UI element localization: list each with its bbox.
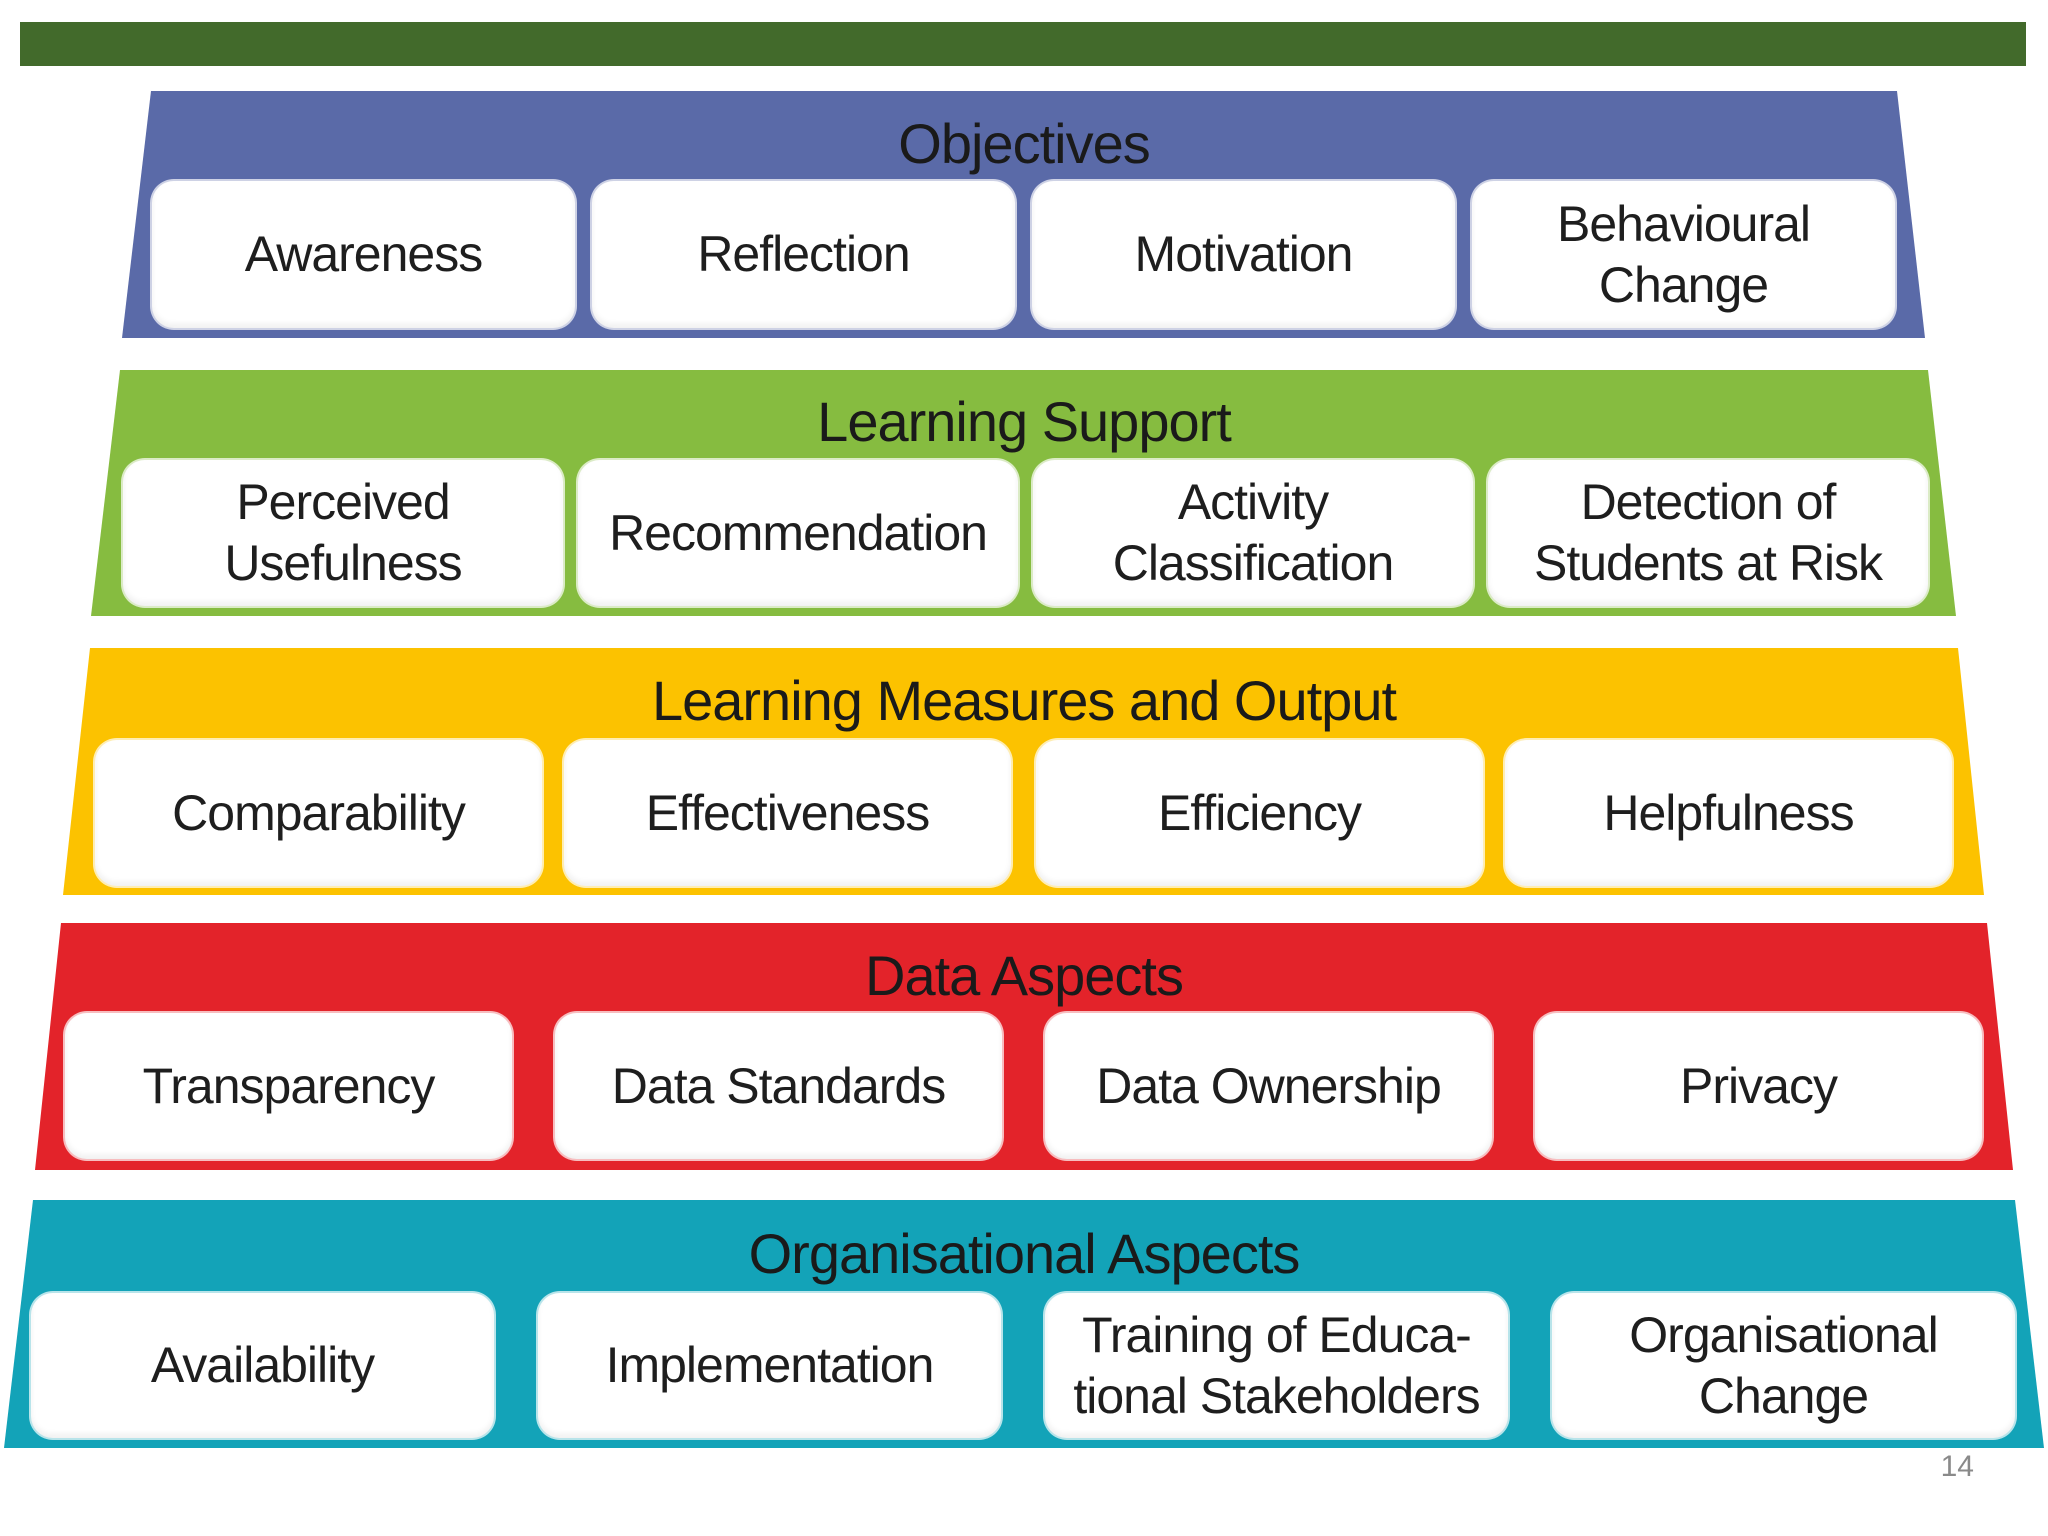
- item-organisational-change: Organisational Change: [1552, 1293, 2015, 1438]
- item-perceived-usefulness: Perceived Usefulness: [123, 460, 563, 606]
- layer-title-learning-support: Learning Support: [817, 390, 1232, 453]
- item-effectiveness: Effectiveness: [564, 740, 1011, 886]
- item-comparability: Comparability: [95, 740, 542, 886]
- item-behavioural-change: Behavioural Change: [1472, 181, 1895, 328]
- layer-background-learning-measures: [63, 648, 1984, 895]
- layer-title-objectives: Objectives: [898, 112, 1150, 175]
- item-implementation: Implementation: [538, 1293, 1001, 1438]
- item-helpfulness: Helpfulness: [1505, 740, 1952, 886]
- item-activity-classification: Activity Classification: [1033, 460, 1473, 606]
- item-recommendation: Recommendation: [578, 460, 1018, 606]
- item-privacy: Privacy: [1535, 1013, 1982, 1159]
- item-data-ownership: Data Ownership: [1045, 1013, 1492, 1159]
- layer-background-organisational-aspects: [4, 1200, 2044, 1448]
- item-transparency: Transparency: [65, 1013, 512, 1159]
- item-detection-of-students-at-risk: Detection of Students at Risk: [1488, 460, 1928, 606]
- layer-title-learning-measures-and-output: Learning Measures and Output: [651, 669, 1397, 732]
- layer-title-data-aspects: Data Aspects: [865, 944, 1184, 1007]
- item-availability: Availability: [31, 1293, 494, 1438]
- page-number: 14: [1940, 1450, 1974, 1483]
- item-efficiency: Efficiency: [1036, 740, 1483, 886]
- item-motivation: Motivation: [1032, 181, 1455, 328]
- top-accent-bar: [20, 22, 2026, 66]
- item-training-of-educational-stakeholders: Training of Educa- tional Stakeholders: [1045, 1293, 1508, 1438]
- layer-title-organisational-aspects: Organisational Aspects: [748, 1222, 1301, 1285]
- item-data-standards: Data Standards: [555, 1013, 1002, 1159]
- item-awareness: Awareness: [152, 181, 575, 328]
- layer-background-data-aspects: [35, 923, 2013, 1170]
- item-reflection: Reflection: [592, 181, 1015, 328]
